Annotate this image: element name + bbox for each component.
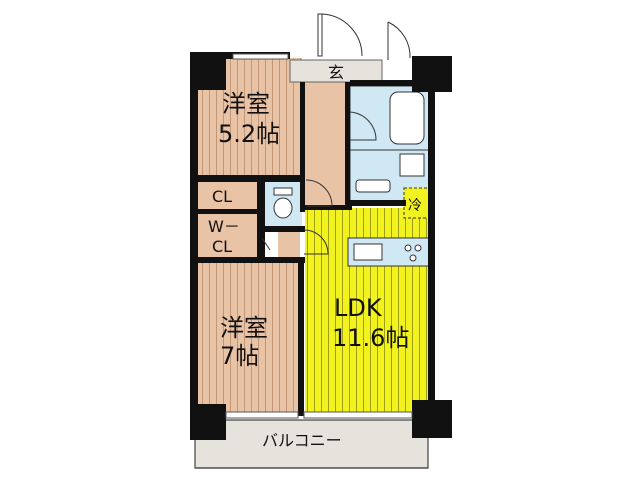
door-swings xyxy=(261,13,411,255)
balcony-area xyxy=(194,419,429,469)
closet-label: CL xyxy=(212,187,232,206)
column-top-right xyxy=(412,56,452,92)
walk-in-closet-label-1: W－ xyxy=(208,217,240,236)
western-room-1-size: 5.2帖 xyxy=(218,120,280,148)
balcony-label: バルコニー xyxy=(262,431,342,450)
toilet-bowl xyxy=(273,197,293,219)
wash-basin xyxy=(355,179,391,193)
bathtub xyxy=(389,91,425,145)
entrance-label: 玄 xyxy=(328,63,344,82)
ldk-size: 11.6帖 xyxy=(332,324,409,352)
closet-area xyxy=(197,182,257,210)
western-room-2-size: 7帖 xyxy=(220,342,259,370)
stove-burner-1 xyxy=(404,244,412,252)
windows xyxy=(225,53,413,419)
western-room-2-name: 洋室 xyxy=(220,314,268,342)
stove-burner-2 xyxy=(414,244,422,252)
western-room-1-name: 洋室 xyxy=(222,90,270,118)
kitchen-sink xyxy=(353,243,383,261)
storage-area xyxy=(278,232,300,258)
entrance-area xyxy=(289,59,383,83)
column-top-left xyxy=(190,52,226,90)
toilet-tank xyxy=(273,187,293,196)
corridor-area xyxy=(302,82,347,208)
ldk-name: LDK xyxy=(334,294,383,322)
western-room-2 xyxy=(197,262,302,416)
stove-burner-3 xyxy=(409,254,417,262)
washing-machine xyxy=(399,153,425,177)
column-bottom-left xyxy=(190,404,226,440)
fridge-label: 冷 xyxy=(408,198,422,214)
walk-in-closet-area xyxy=(197,213,257,258)
walk-in-closet-label-2: CL xyxy=(212,237,232,256)
column-bottom-right xyxy=(412,400,452,438)
